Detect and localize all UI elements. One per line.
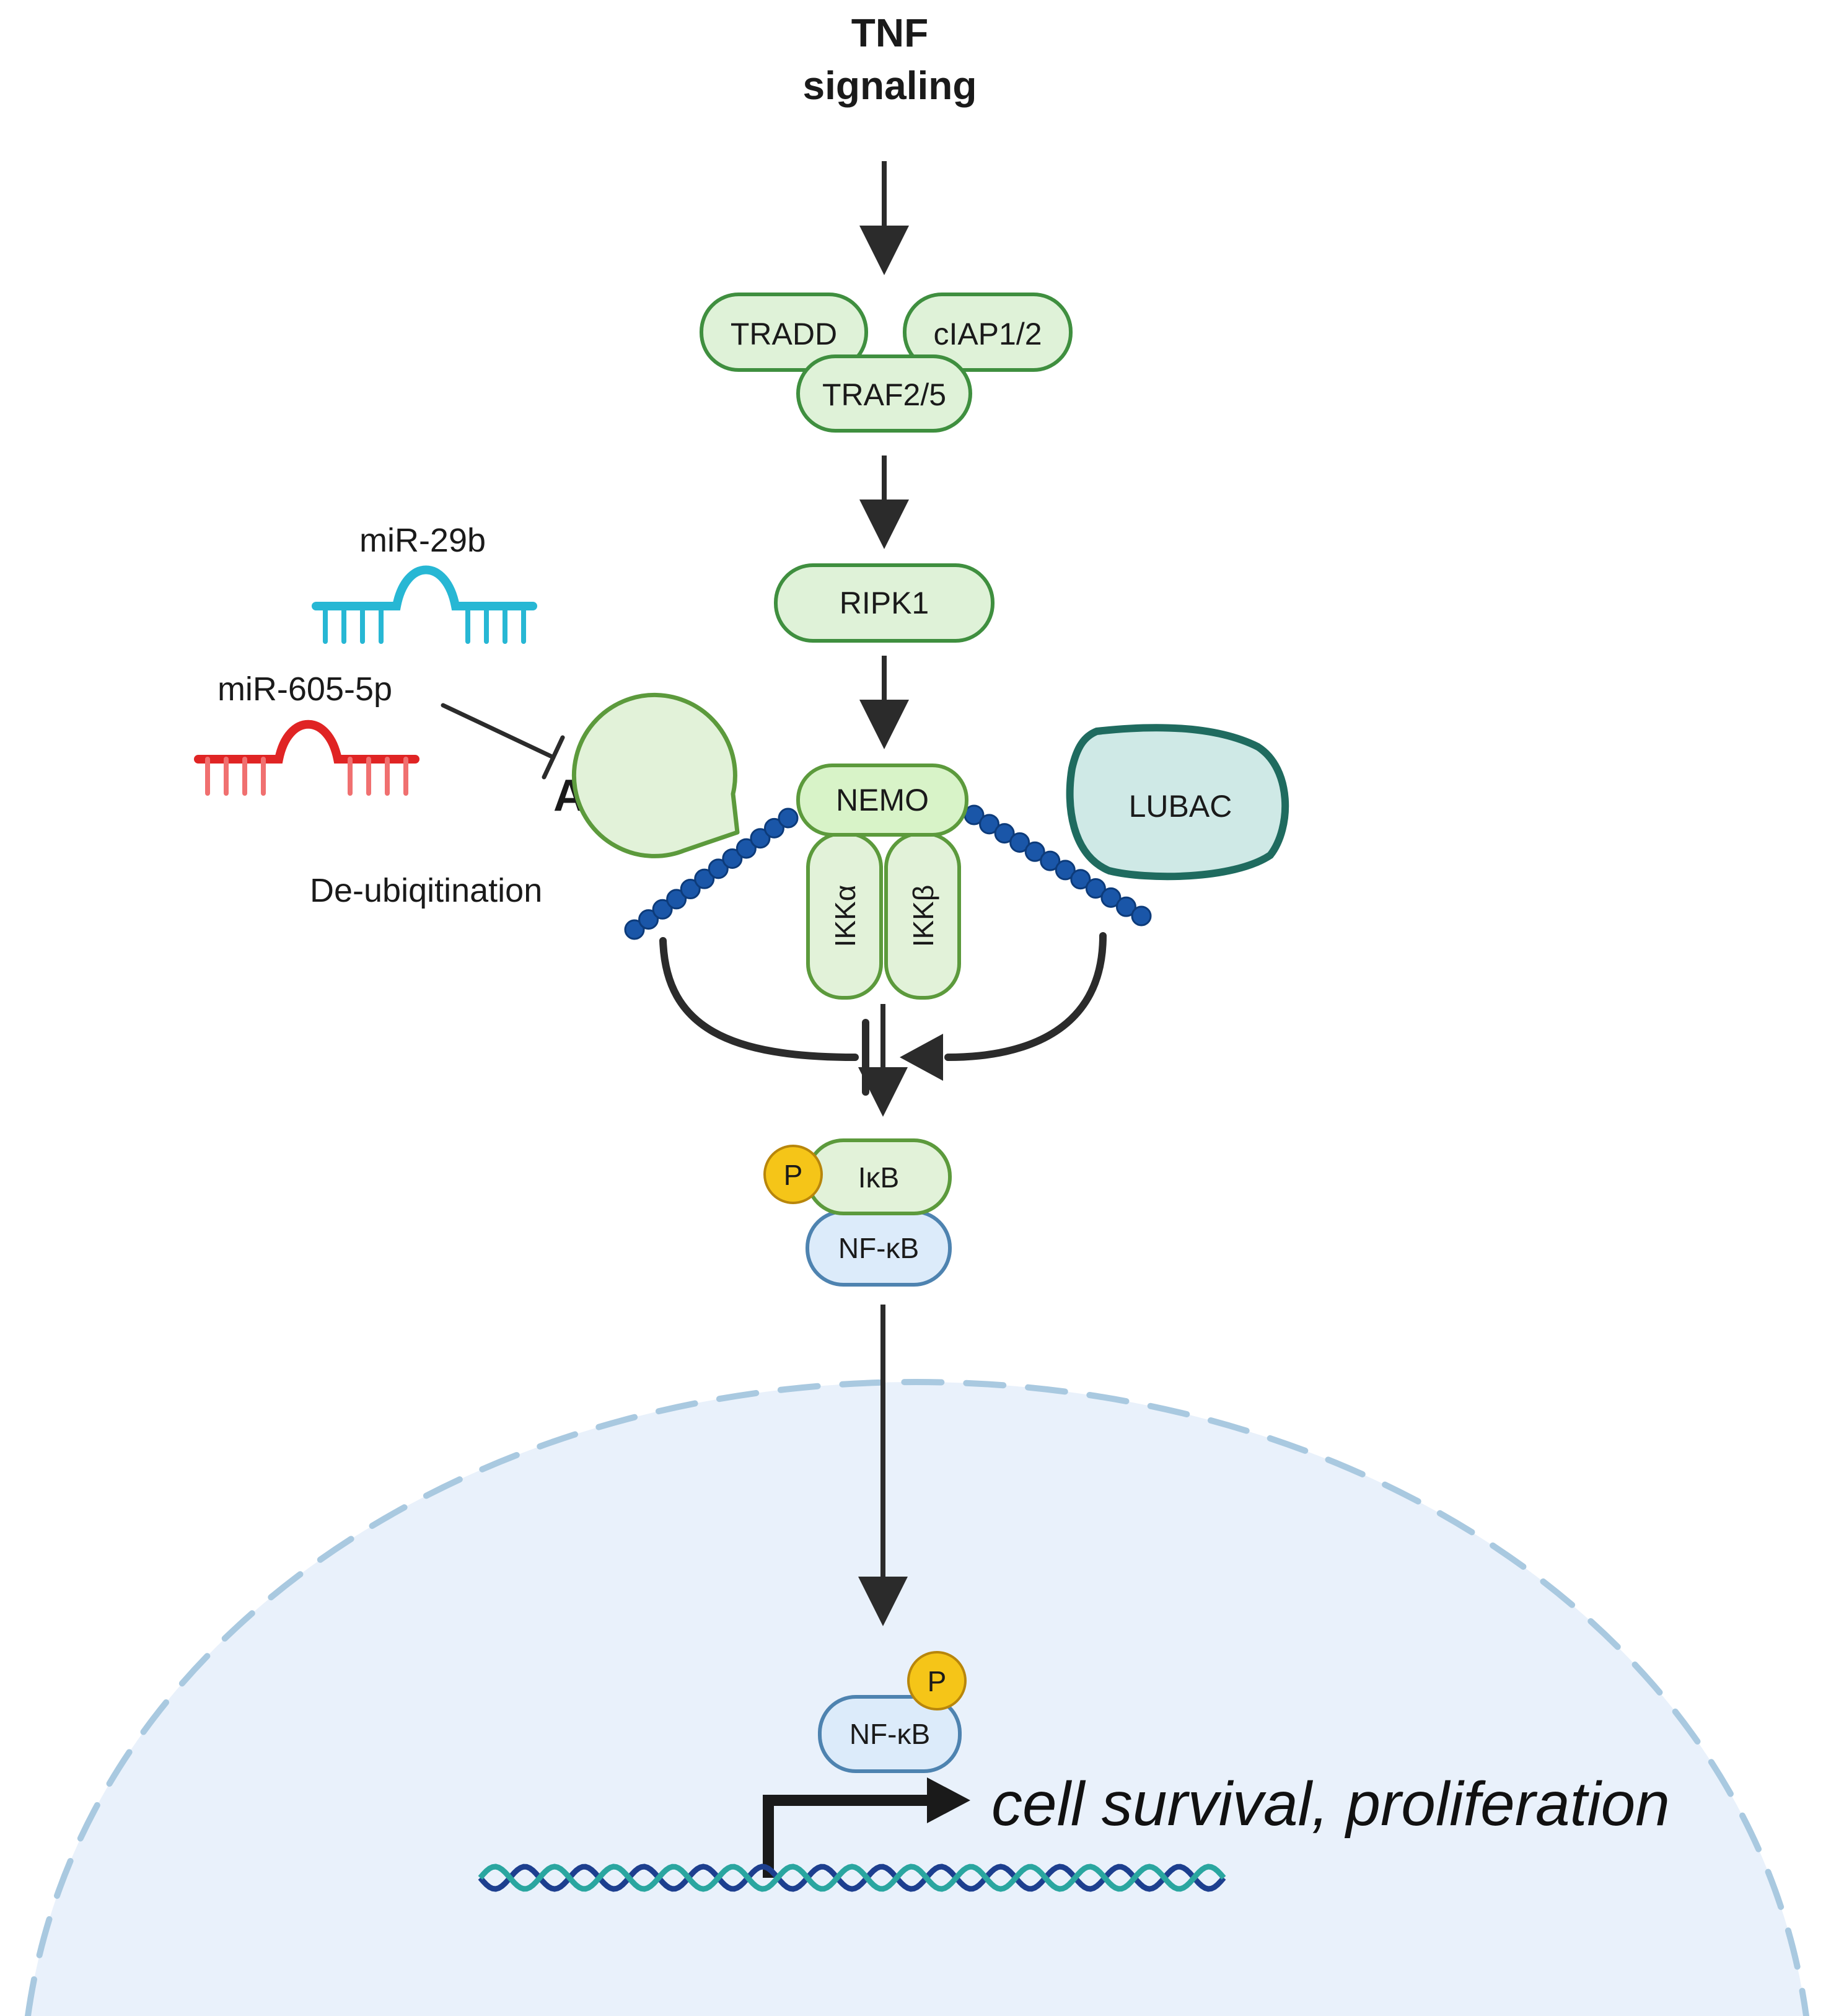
- tradd-ciap-traf-complex: TRADD cIAP1/2 TRAF2/5: [700, 293, 1073, 433]
- ubiquitin-bead: [708, 858, 729, 879]
- ubiquitin-bead: [979, 814, 1000, 835]
- lubac-node: [1066, 724, 1289, 881]
- ciap-node: [903, 293, 1073, 372]
- phospho-nfkb-label: P: [928, 1665, 947, 1697]
- ubiquitin-bead: [666, 889, 687, 910]
- ciap-label: cIAP1/2: [933, 317, 1042, 351]
- ikkb-label: IKKβ: [907, 885, 939, 948]
- ikb-nfkb-complex: NF-κB IκB P: [763, 1138, 952, 1287]
- ubiquitin-bead: [1131, 905, 1152, 927]
- title-line2: signaling: [803, 63, 977, 108]
- mir605-label: miR-605-5p: [217, 671, 392, 708]
- mir29b-icon: [312, 565, 537, 644]
- nfkb-nuclear: NF-κB P: [818, 1651, 967, 1773]
- ubiquitin-bead: [1055, 860, 1076, 881]
- title-line1: TNF: [851, 11, 928, 55]
- ubiquitin-bead: [652, 899, 673, 920]
- ubiquitin-bead: [1100, 887, 1122, 908]
- nfkb-nuclear-node: [818, 1695, 962, 1773]
- ubiquitin-bead: [1085, 878, 1106, 899]
- ubiquitin-bead: [694, 868, 715, 889]
- mir29b-label: miR-29b: [359, 522, 486, 559]
- ikk-complex: IKKα IKKβ NEMO: [796, 764, 968, 1000]
- transcription-arrowhead: [927, 1777, 970, 1823]
- dna-helix: [478, 1864, 1226, 1892]
- ripk1-label: RIPK1: [840, 586, 929, 620]
- ubiquitin-bead: [1070, 869, 1091, 890]
- lubac-arrowhead: [900, 1034, 943, 1081]
- mir605-icon: [194, 720, 419, 796]
- inhibition-mirna-to-a20: [441, 703, 565, 780]
- phospho-ikb-label: P: [784, 1159, 803, 1191]
- ubiquitin-bead: [778, 808, 799, 829]
- ubiquitin-bead: [680, 879, 701, 900]
- ikb-label: IκB: [858, 1161, 899, 1194]
- outcome-label: cell survival, proliferation: [991, 1769, 1670, 1839]
- ubiquitin-chain-left: [624, 808, 799, 940]
- ubiquitin-bead: [994, 823, 1015, 844]
- ubiquitin-bead: [638, 909, 659, 930]
- curve-lubac-activates: [944, 932, 1107, 1061]
- nemo-node: [796, 764, 968, 837]
- ripk1-node: [774, 563, 995, 643]
- nuclear-envelope: [25, 1378, 1809, 2016]
- a20-function-label: De-ubiqitination: [310, 872, 542, 909]
- ubiquitin-bead: [1040, 850, 1061, 871]
- ubiquitin-bead: [624, 919, 645, 940]
- ubiquitin-bead: [1024, 841, 1045, 862]
- a20-pacman-icon: [571, 692, 740, 858]
- curve-a20-inhibits: [659, 937, 859, 1061]
- tradd-node: [700, 293, 868, 372]
- traf-label: TRAF2/5: [822, 377, 946, 412]
- dna-strand: [478, 1864, 1226, 1892]
- ubiquitin-bead: [722, 848, 743, 869]
- phospho-ikb-icon: [763, 1145, 823, 1204]
- tradd-label: TRADD: [731, 317, 837, 351]
- dna-strand: [478, 1864, 1226, 1892]
- ubiquitin-chain-right: [964, 804, 1152, 927]
- nemo-label: NEMO: [836, 783, 929, 817]
- traf-node: [796, 354, 972, 433]
- ikka-label: IKKα: [829, 885, 861, 948]
- nfkb-cyto-label: NF-κB: [838, 1232, 919, 1264]
- nfkb-nuclear-label: NF-κB: [850, 1718, 930, 1750]
- ubiquitin-bead: [763, 817, 784, 839]
- ubiquitin-bead: [735, 838, 757, 859]
- lubac-label: LUBAC: [1129, 789, 1232, 824]
- ubiquitin-bead: [750, 828, 771, 849]
- transcription-arrow: [763, 1795, 929, 1878]
- phospho-nfkb-icon: [907, 1651, 967, 1710]
- ubiquitin-bead: [1115, 896, 1136, 917]
- ubiquitin-bead: [1009, 832, 1030, 853]
